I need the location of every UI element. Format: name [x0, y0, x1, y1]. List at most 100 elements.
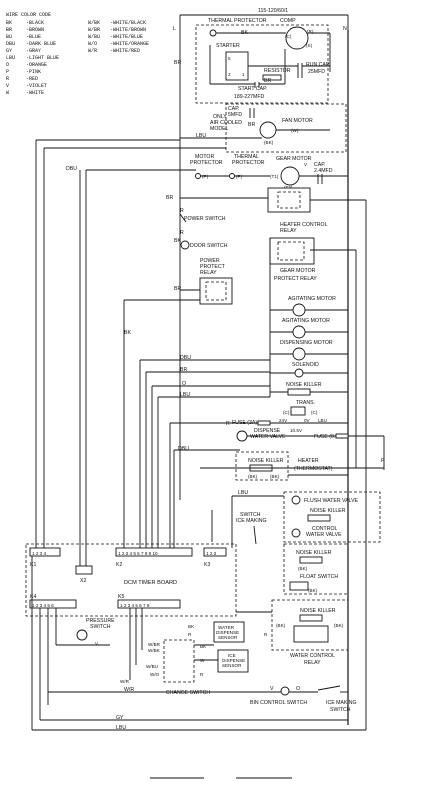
svg-text:1 2 3 4 5 6 7 8 9 10: 1 2 3 4 5 6 7 8 9 10: [118, 551, 158, 556]
legend-left-item-code: LBU: [6, 55, 15, 61]
svg-text:R: R: [264, 632, 268, 637]
legend-left-item-name: -BROWN: [26, 27, 44, 33]
svg-text:BIN CONTROL SWITCH: BIN CONTROL SWITCH: [250, 700, 307, 706]
svg-text:WATER CONTROL: WATER CONTROL: [290, 653, 335, 659]
svg-text:(C): (C): [283, 410, 290, 415]
fuse-valve-section: FUSE (3A) 24V 0V LBU DISPENSE WATER VALV…: [170, 418, 349, 481]
legend-left-item-name: -PINK: [26, 69, 41, 75]
thermal-protector-top-label: THERMAL PROTECTOR: [208, 18, 267, 24]
legend-left-item-name: -BLACK: [26, 20, 44, 26]
svg-text:BR: BR: [180, 367, 187, 373]
svg-text:MODEL: MODEL: [210, 126, 229, 132]
svg-text:WATER VALVE: WATER VALVE: [306, 532, 342, 538]
svg-text:R: R: [200, 672, 204, 677]
water-valve-section: LBU FLUSH WATER VALVE NOISE KILLER CONTR…: [211, 490, 381, 595]
dispense-water-valve: [236, 430, 248, 442]
svg-text:5: 5: [228, 56, 231, 61]
svg-text:(T2): (T2): [284, 185, 293, 190]
svg-text:2.4MFD: 2.4MFD: [314, 168, 333, 174]
svg-text:1 2 3 4 5 6: 1 2 3 4 5 6: [32, 603, 54, 608]
supply-label: 115-120/60/1: [258, 8, 288, 14]
svg-text:SWITCH: SWITCH: [240, 512, 261, 518]
legend-left-item-code: V: [6, 83, 9, 89]
svg-text:25MFD: 25MFD: [308, 69, 325, 75]
legend-left-item-name: -WHITE: [26, 90, 44, 96]
connector-k2: [115, 547, 193, 557]
svg-text:V: V: [95, 641, 99, 646]
water-control-relay: [293, 625, 329, 643]
svg-text:NOISE KILLER: NOISE KILLER: [300, 608, 336, 614]
legend-right-item-name: -WHITE/BROWN: [110, 27, 146, 33]
dcm-timer-board-outline: [25, 543, 237, 617]
svg-text:ONLY: ONLY: [213, 114, 227, 120]
svg-text:CAP.: CAP.: [314, 162, 325, 168]
noise-killer-1: [287, 388, 311, 396]
svg-text:P: P: [381, 458, 385, 464]
svg-text:(W): (W): [291, 128, 299, 133]
svg-text:(P): (P): [202, 174, 209, 179]
svg-text:ICE MAKING: ICE MAKING: [326, 700, 357, 706]
svg-text:W/BU: W/BU: [146, 664, 158, 669]
legend-left-item-name: -BLUE: [26, 34, 41, 40]
gear-motor-label: GEAR MOTOR: [276, 156, 312, 162]
legend-right-item-name: -WHITE/BLUE: [110, 34, 143, 40]
svg-text:(P): (P): [236, 174, 243, 179]
svg-text:ICE: ICE: [228, 653, 236, 658]
svg-text:(R): (R): [307, 29, 314, 34]
legend-left-item-code: BR: [6, 27, 12, 33]
svg-text:DBU: DBU: [180, 355, 191, 361]
svg-text:W/O: W/O: [150, 672, 160, 677]
control-water-valve: [291, 528, 301, 538]
svg-text:LBU: LBU: [180, 392, 190, 398]
svg-text:(S): (S): [306, 43, 313, 48]
fuse-3a: [257, 420, 271, 426]
svg-text:W/R: W/R: [124, 687, 134, 693]
start-cap-label: START CAP.: [238, 86, 267, 92]
legend-left-item-name: -RED: [26, 76, 38, 82]
legend-right-item-code: W/BR: [88, 27, 100, 33]
connector-k4: [29, 599, 77, 609]
noise-killer-3: [307, 514, 331, 522]
svg-text:K5: K5: [118, 594, 124, 600]
wire-br-left: BR: [174, 60, 181, 66]
svg-text:RELAY: RELAY: [280, 228, 297, 234]
agitating-motor-2: [292, 325, 306, 339]
wire-dbu-top: DBU: [66, 166, 77, 172]
float-switch: [289, 581, 309, 591]
wire-color-legend: WIRE COLOR CODE BK-BLACKBR-BROWNBU-BLUED…: [6, 12, 149, 96]
svg-text:BK: BK: [200, 644, 207, 649]
svg-text:NOISE KILLER: NOISE KILLER: [310, 508, 346, 514]
comp-label: COMP: [280, 18, 296, 24]
svg-text:(BK): (BK): [276, 623, 286, 628]
svg-text:DISPENSE: DISPENSE: [216, 630, 239, 635]
fan-motor: [259, 121, 277, 139]
gear-motor-section: MOTOR PROTECTOR THERMAL PROTECTOR GEAR M…: [66, 154, 348, 570]
svg-text:0V: 0V: [304, 418, 311, 423]
svg-text:MOTOR: MOTOR: [195, 154, 214, 160]
dcm-timer-board-label: DCM TIMER BOARD: [124, 580, 177, 586]
svg-text:5MFD: 5MFD: [228, 112, 242, 118]
svg-text:FUSE (0.5A): FUSE (0.5A): [314, 434, 344, 440]
svg-text:(BK): (BK): [270, 474, 280, 479]
svg-text:DISPENSING MOTOR: DISPENSING MOTOR: [280, 340, 333, 346]
svg-text:LBU: LBU: [318, 418, 327, 423]
svg-text:WATER: WATER: [218, 625, 235, 630]
svg-text:X2: X2: [80, 578, 86, 584]
legend-right-item-code: W/BK: [88, 20, 100, 26]
svg-text:SOLENOID: SOLENOID: [292, 362, 319, 368]
svg-text:(THERMOSTAT): (THERMOSTAT): [294, 466, 333, 472]
svg-text:(T1): (T1): [270, 174, 279, 179]
transformer: [290, 406, 306, 416]
starter-label: STARTER: [216, 43, 240, 49]
compressor-section: THERMAL PROTECTOR BK COMP (C) (R) (S) ST…: [174, 18, 331, 104]
flush-water-valve: [291, 495, 301, 505]
svg-text:AGITATING MOTOR: AGITATING MOTOR: [288, 296, 336, 302]
lower-section: PRESSURE SWITCH V WATER DISPENSE SENSOR …: [31, 423, 367, 731]
svg-text:SWITCH: SWITCH: [90, 624, 111, 630]
svg-text:24V: 24V: [279, 418, 288, 423]
svg-text:K4: K4: [30, 594, 36, 600]
legend-left-item-code: BU: [6, 34, 12, 40]
legend-left-item-code: BK: [6, 20, 12, 26]
resistor: [262, 74, 282, 81]
